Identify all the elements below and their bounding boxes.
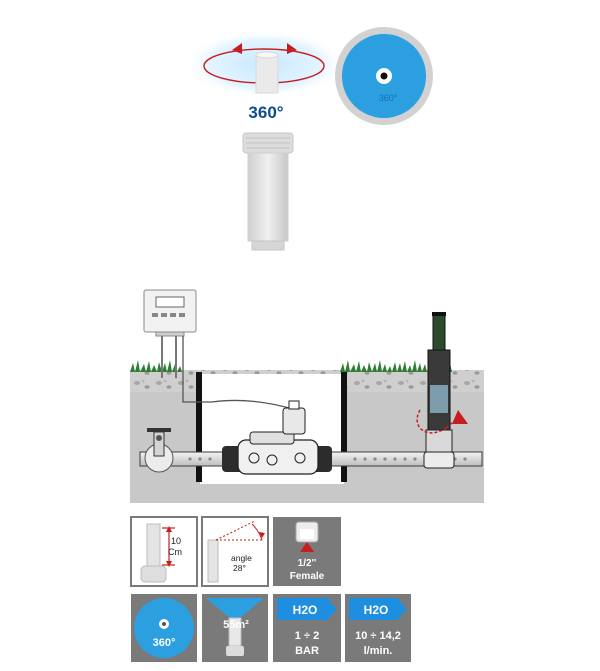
pit-wall-left [196,372,202,482]
spec-flow: H2O 10 ÷ 14,2 l/min. [345,594,411,662]
swing-joint [425,429,453,455]
riser-stem [255,54,279,94]
controller-display [155,296,185,308]
spec-pattern: 360° [131,594,197,662]
coverage-spray-icon [206,598,264,618]
inlet-arrow-icon [300,542,314,552]
sprinkler-top-view: 360° [185,30,345,251]
flow-unit: l/min. [364,645,393,657]
flow-arrow-icon [349,598,407,620]
spec-pop-height: 10 Cm [130,516,198,587]
tap-handle-icon [147,428,171,432]
drain-tap [144,428,174,473]
installed-riser [432,313,446,351]
rotation-arrow-left-icon [232,43,242,54]
body-housing [247,152,289,242]
nozzle-orifice-icon [380,72,388,80]
nozzle-view: 360° [335,27,433,125]
spec-inlet: 1/2'' Female [273,517,341,586]
nozzle-label: 360° [379,93,398,103]
solenoid-coil [282,407,306,435]
coverage-label: 55m² [223,619,249,631]
angle-arrow-icon [259,532,265,538]
inlet-type: Female [290,571,325,582]
irrigation-controller [143,289,197,333]
flow-badge: H2O [364,603,389,617]
rotation-label: 360° [248,103,283,122]
pattern-label: 360° [153,637,176,649]
pop-height-value: 10 [171,536,181,546]
pressure-badge: H2O [293,603,318,617]
grass-left [130,360,200,372]
inlet-size: 1/2'' [298,558,317,569]
pop-height-unit: Cm [168,547,182,557]
pit-wall-right [341,372,347,482]
control-wire [182,336,297,411]
flow-value: 10 ÷ 14,2 [355,630,401,642]
valve-body [237,439,319,475]
pressure-unit: BAR [295,645,319,657]
rotation-arrow-right-icon [287,43,297,54]
rotation-arc [416,409,447,434]
installation-diagram [130,289,484,503]
solenoid-valve [222,400,332,475]
pressure-arrow-icon [277,598,337,620]
angle-value: 28° [233,563,246,573]
spec-angle: angle 28° [201,516,269,587]
spec-coverage: 55m² [202,594,268,662]
installed-sprinkler [416,312,468,469]
spec-pressure: H2O 1 ÷ 2 BAR [273,594,341,662]
angle-label: angle [231,553,252,563]
pressure-value: 1 ÷ 2 [295,630,319,642]
body-inlet [251,240,285,251]
